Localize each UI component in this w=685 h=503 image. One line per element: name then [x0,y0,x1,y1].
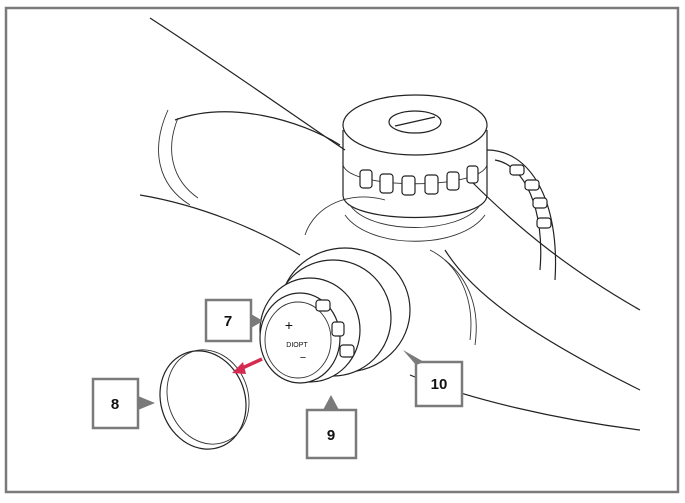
scope-body [139,17,641,431]
callout-7: 7 [204,298,263,343]
callout-label-10: 10 [431,376,448,393]
pointer-triangle-icon [323,395,339,410]
callout-label-9: 9 [327,427,335,444]
knob-cap [159,349,250,450]
elevation-turret [342,94,488,242]
pointer-triangle-icon [251,314,263,328]
plus-marking: + [285,317,293,333]
removal-arrow-icon [232,357,263,374]
callout-8: 8 [91,377,155,430]
windage-turret [486,149,557,281]
pointer-triangle-icon [138,396,155,410]
pointer-triangle-icon [403,350,424,365]
minus-marking: − [300,352,306,364]
callout-10: 10 [403,350,464,408]
callout-9: 9 [305,395,358,460]
callout-label-8: 8 [111,396,119,413]
callout-label-7: 7 [224,313,232,330]
knob-center-text: DIOPT [286,342,308,349]
diopter-knob [259,247,411,384]
